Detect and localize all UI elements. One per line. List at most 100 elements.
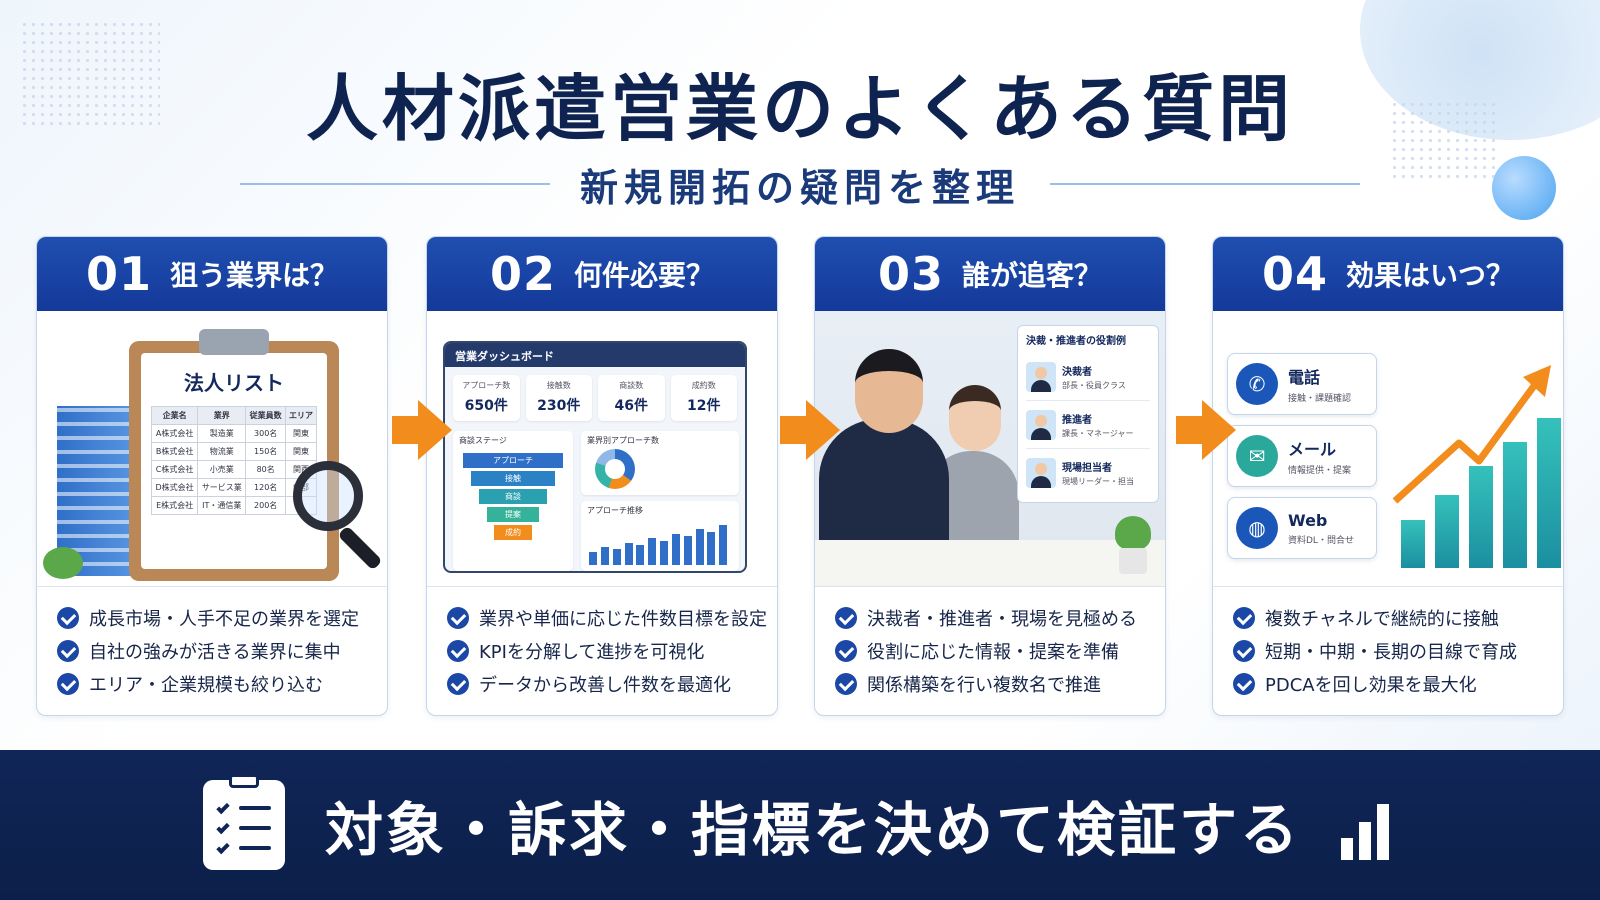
card-illustration-meeting: 決裁・推進者の役割例 決裁者 部長・役員クラス 推進者 課長・マネージャー: [815, 311, 1165, 587]
trend-bar: [707, 531, 716, 565]
funnel-step: 接触: [471, 471, 555, 486]
trend-bar: [695, 529, 704, 565]
check-icon: [447, 672, 469, 695]
growth-chart-icon: [1341, 790, 1397, 860]
role-item: 決裁者 部長・役員クラス: [1026, 353, 1150, 401]
trend-bar: [589, 551, 597, 565]
arrow-right-icon: [780, 400, 840, 460]
table-cell: 80名: [245, 460, 286, 479]
channel-mail: ✉ メール 情報提供・提案: [1227, 425, 1377, 487]
table-cell: 関東: [284, 442, 318, 461]
kpi-tile: 接触数 230件: [525, 375, 592, 421]
checklist-clip: [228, 774, 259, 788]
kpi-value: 650件: [464, 398, 508, 414]
magnifier-handle: [337, 525, 383, 571]
kpi-value: 12件: [687, 398, 721, 414]
card-title: 狙う業界は？: [170, 259, 339, 292]
trend-bar: [719, 525, 728, 565]
man-head: [855, 349, 923, 433]
channel-desc: 情報提供・提案: [1288, 466, 1352, 476]
funnel-label: 商談ステージ: [459, 436, 507, 445]
list-item: エリア・企業規模も絞り込む: [57, 667, 387, 700]
trend-bar: [660, 540, 668, 565]
check-icon: [1233, 606, 1255, 629]
role-name: 現場担当者: [1062, 463, 1112, 474]
check-icon: [835, 672, 857, 695]
table-row: D株式会社 サービス業 120名 中部: [150, 478, 318, 497]
check-icon: [1233, 639, 1255, 662]
arrow-right-icon: [1176, 400, 1236, 460]
funnel-panel: 商談ステージ アプローチ 接触 商談 提案 成約: [453, 431, 573, 571]
table-header: エリア: [284, 406, 318, 425]
point-text: 業界や単価に応じた件数目標を設定: [479, 608, 767, 630]
table-cell: E株式会社: [150, 496, 199, 515]
funnel-step: アプローチ: [463, 453, 563, 468]
card-header: 03 誰が追客？: [815, 237, 1165, 311]
donut-label: 業界別アプローチ数: [587, 436, 659, 445]
check-icon: [835, 639, 857, 662]
checklist-tick: [216, 800, 230, 815]
point-text: エリア・企業規模も絞り込む: [89, 674, 323, 696]
channel-phone: ✆ 電話 接触・課題確認: [1227, 353, 1377, 415]
trend-bars: [589, 513, 731, 565]
kpi-value: 230件: [537, 398, 581, 414]
company-table: 企業名 業界 従業員数 エリア A株式会社 製造業 300名 関: [150, 406, 318, 515]
funnel-step: 成約: [494, 525, 532, 540]
card-points: 複数チャネルで継続的に接触 短期・中期・長期の目線で育成 PDCAを回し効果を最…: [1213, 587, 1563, 700]
check-icon: [835, 606, 857, 629]
growth-bar: [1435, 495, 1459, 568]
card-illustration-dashboard: 営業ダッシュボード アプローチ数 650件 接触数 230件 商談数 46件: [427, 311, 777, 587]
checklist-line: [238, 846, 271, 850]
clipboard-title: 法人リスト: [184, 371, 284, 395]
list-item: KPIを分解して進捗を可視化: [447, 634, 777, 667]
mail-icon: ✉: [1236, 435, 1278, 477]
table-row: B株式会社 物流業 150名 関東: [150, 442, 318, 461]
card-header: 04 効果はいつ？: [1213, 237, 1563, 311]
clipboard-clip: [199, 329, 269, 355]
trend-bar: [624, 542, 633, 565]
table-cell: 関東: [284, 424, 318, 443]
card-title: 効果はいつ？: [1346, 259, 1515, 292]
checklist-icon: [202, 774, 285, 870]
decorative-dots: [20, 20, 160, 130]
kpi-tile: アプローチ数 650件: [453, 375, 520, 421]
table-cell: C株式会社: [150, 460, 199, 479]
donut-panel: 業界別アプローチ数: [581, 431, 739, 495]
roles-title: 決裁・推進者の役割例: [1026, 336, 1126, 347]
kpi-row: アプローチ数 650件 接触数 230件 商談数 46件 成約数 12件: [445, 367, 745, 429]
footer-banner: 対象・訴求・指標を決めて検証する: [0, 750, 1600, 900]
growth-bar: [1537, 418, 1561, 568]
list-item: 決裁者・推進者・現場を見極める: [835, 601, 1165, 634]
card-illustration-channels: ✆ 電話 接触・課題確認 ✉ メール 情報提供・提案 ◍ Web 資料DL・問合…: [1213, 311, 1563, 587]
check-icon: [447, 606, 469, 629]
subtitle-divider-left: [240, 183, 550, 185]
kpi-label: 成約数: [691, 381, 716, 390]
trend-panel: アプローチ推移: [581, 501, 739, 571]
list-item: データから改善し件数を最適化: [447, 667, 777, 700]
magnifier-icon: [293, 461, 363, 531]
table-cell: D株式会社: [150, 478, 199, 497]
woman-head: [949, 385, 1001, 451]
role-item: 現場担当者 現場リーダー・担当: [1026, 449, 1150, 497]
list-item: 業界や単価に応じた件数目標を設定: [447, 601, 777, 634]
card-points: 決裁者・推進者・現場を見極める 役割に応じた情報・提案を準備 関係構築を行い複数…: [815, 587, 1165, 700]
phone-icon: ✆: [1236, 363, 1278, 405]
point-text: 役割に応じた情報・提案を準備: [867, 641, 1119, 663]
trend-label: アプローチ推移: [587, 506, 643, 515]
chart-bar: [1359, 822, 1371, 860]
role-name: 決裁者: [1062, 366, 1092, 378]
point-text: KPIを分解して進捗を可視化: [479, 641, 705, 663]
card-title: 誰が追客？: [962, 259, 1103, 292]
table-cell: 120名: [245, 478, 286, 497]
list-item: 自社の強みが活きる業界に集中: [57, 634, 387, 667]
kpi-label: アプローチ数: [462, 381, 511, 390]
card-number: 04: [1261, 247, 1328, 301]
decorative-dots-right: [1390, 100, 1500, 180]
point-text: 決裁者・推進者・現場を見極める: [867, 608, 1137, 630]
channel-name: メール: [1288, 440, 1337, 459]
plant-icon: [1115, 516, 1151, 550]
list-item: PDCAを回し効果を最大化: [1233, 667, 1563, 700]
point-text: 複数チャネルで継続的に接触: [1265, 608, 1499, 630]
point-text: 自社の強みが活きる業界に集中: [89, 641, 341, 663]
check-icon: [447, 639, 469, 662]
